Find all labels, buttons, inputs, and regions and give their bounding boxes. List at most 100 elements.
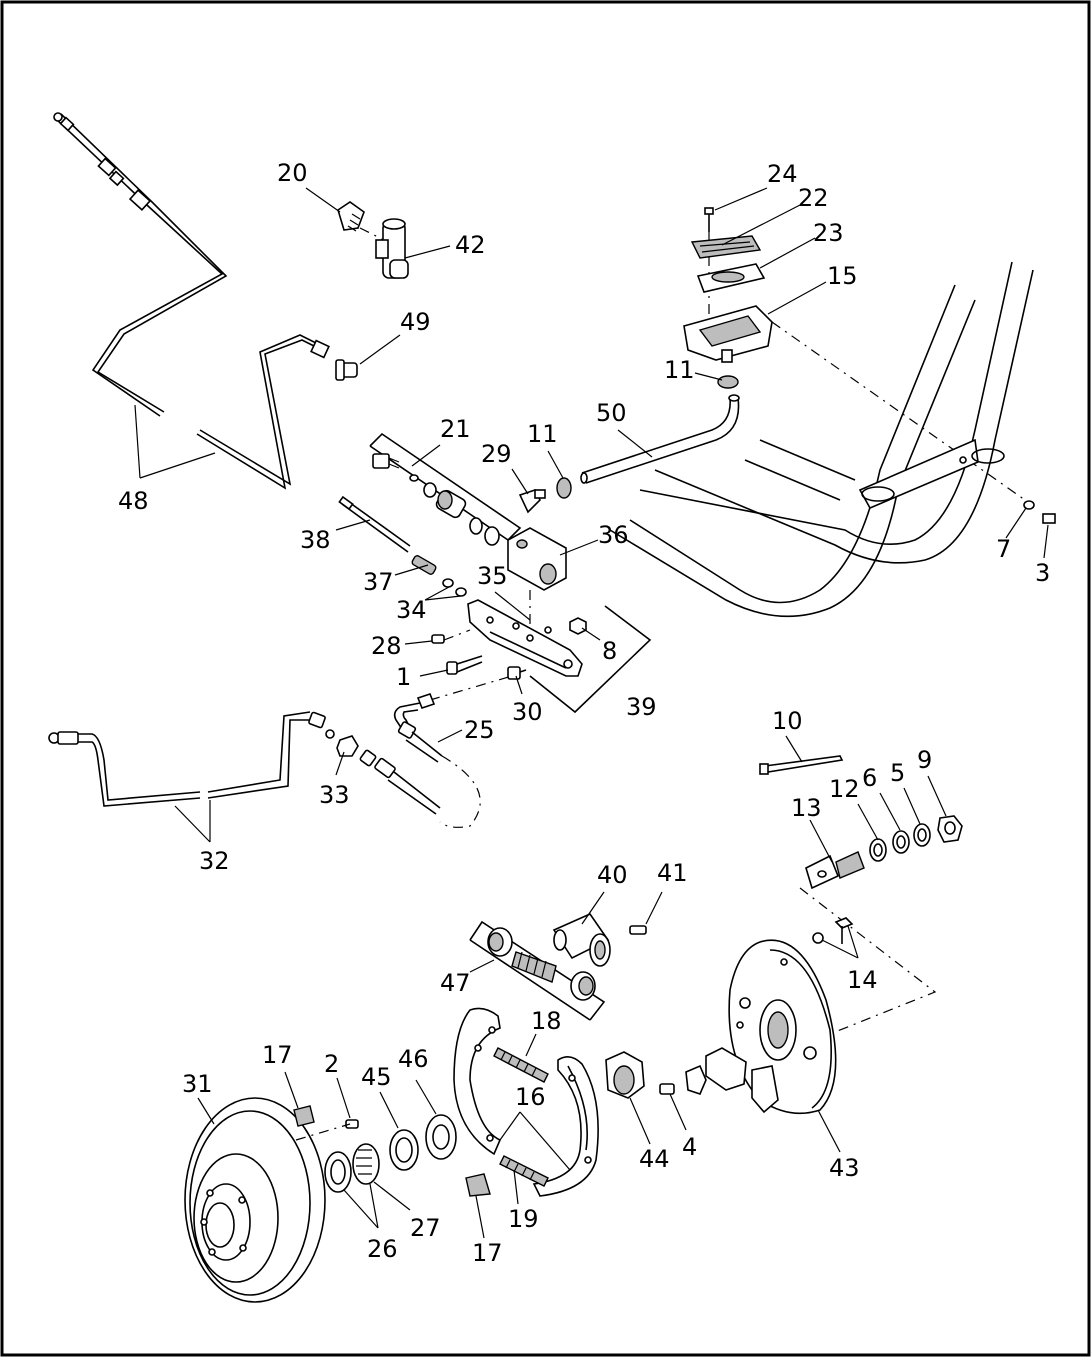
elbow-29 [518,489,546,514]
cable-end [359,749,441,815]
screw-30 [507,666,527,680]
callout-17: 17 [472,1239,503,1267]
callout-29: 29 [481,440,512,468]
screw-24 [704,207,714,232]
callout-11: 11 [664,356,695,384]
callout-16: 16 [515,1083,546,1111]
hose-50 [580,394,740,484]
fitting-49 [335,359,358,381]
callout-15: 15 [827,262,858,290]
bolt-4 [659,1083,675,1095]
callout-14: 14 [847,966,878,994]
callout-12: 12 [829,775,860,803]
bleeder-41 [629,925,647,935]
nut-8 [569,617,587,635]
bolt-14 [812,917,854,944]
callout-49: 49 [400,308,431,336]
spring-37 [411,555,437,575]
callout-13: 13 [791,794,822,822]
rod-38 [338,495,411,553]
stud-13 [805,851,865,890]
callout-6: 6 [862,764,877,792]
spring-18 [493,1047,549,1083]
callout-25: 25 [464,716,495,744]
bearing-26 [324,1151,352,1193]
callout-36: 36 [598,521,629,549]
clip-17b [465,1173,491,1197]
callout-35: 35 [477,562,508,590]
front-brake-line-48 [53,112,330,490]
callout-11: 11 [527,420,558,448]
backing-plate-43 [728,939,837,1115]
leader-lines [134,187,1049,1239]
callout-8: 8 [602,637,617,665]
callout-5: 5 [890,759,905,787]
callout-7: 7 [996,535,1011,563]
callout-28: 28 [371,632,402,660]
anchor-block [705,1047,747,1091]
callout-42: 42 [455,231,486,259]
washer-6 [892,830,910,854]
callout-19: 19 [508,1205,539,1233]
reservoir-15 [683,305,773,363]
frame [609,261,1034,618]
washer-5 [913,823,931,847]
callout-47: 47 [440,969,471,997]
callout-9: 9 [917,746,932,774]
pins-34 [442,578,467,597]
callout-10: 10 [772,707,803,735]
seal-46 [425,1114,457,1160]
washer-7 [1023,500,1035,510]
callout-24: 24 [767,160,798,188]
bearing-27 [352,1143,380,1185]
washer-12 [869,838,887,862]
callout-1: 1 [396,663,411,691]
cable-tie-10 [759,755,844,775]
callout-21: 21 [440,415,471,443]
bracket-35 [467,599,583,677]
callout-33: 33 [319,781,350,809]
callout-2: 2 [324,1050,339,1078]
callout-23: 23 [813,219,844,247]
nut-44 [605,1051,645,1099]
nut-9 [937,815,963,843]
gasket-23 [696,263,766,293]
callout-38: 38 [300,526,331,554]
bracket-43 [751,1065,779,1114]
clamp-11a [717,375,739,389]
clip-17a [293,1105,315,1127]
callout-43: 43 [829,1154,860,1182]
adjuster [685,1064,707,1095]
callout-37: 37 [363,568,394,596]
callout-31: 31 [182,1070,213,1098]
valve-block-36 [507,527,567,591]
bracket-outline-21 [369,432,522,541]
screw-3 [1042,513,1056,524]
hose-25 [393,693,481,828]
drum-31 [184,1097,326,1303]
callout-labels: 20 42 24 22 23 15 49 11 50 21 11 29 48 3… [118,159,1050,1267]
callout-26: 26 [367,1235,398,1263]
callout-27: 27 [410,1214,441,1242]
spring-47 [511,951,557,983]
rear-brake-line-32 [48,711,335,807]
callout-18: 18 [531,1007,562,1035]
cup-47b [570,971,596,1001]
nut-33 [336,735,359,757]
callout-45: 45 [361,1063,392,1091]
callout-30: 30 [512,698,543,726]
callout-20: 20 [277,159,308,187]
callout-46: 46 [398,1045,429,1073]
spring-19 [499,1155,549,1187]
screw-2 [345,1119,359,1129]
callout-32: 32 [199,847,230,875]
callout-34: 34 [396,596,427,624]
bolt-1 [446,655,483,675]
tee-fitting-42 [375,218,409,279]
callout-22: 22 [798,184,829,212]
cup-47a [487,927,513,957]
clamp-11b [556,477,572,499]
callout-39: 39 [626,693,657,721]
